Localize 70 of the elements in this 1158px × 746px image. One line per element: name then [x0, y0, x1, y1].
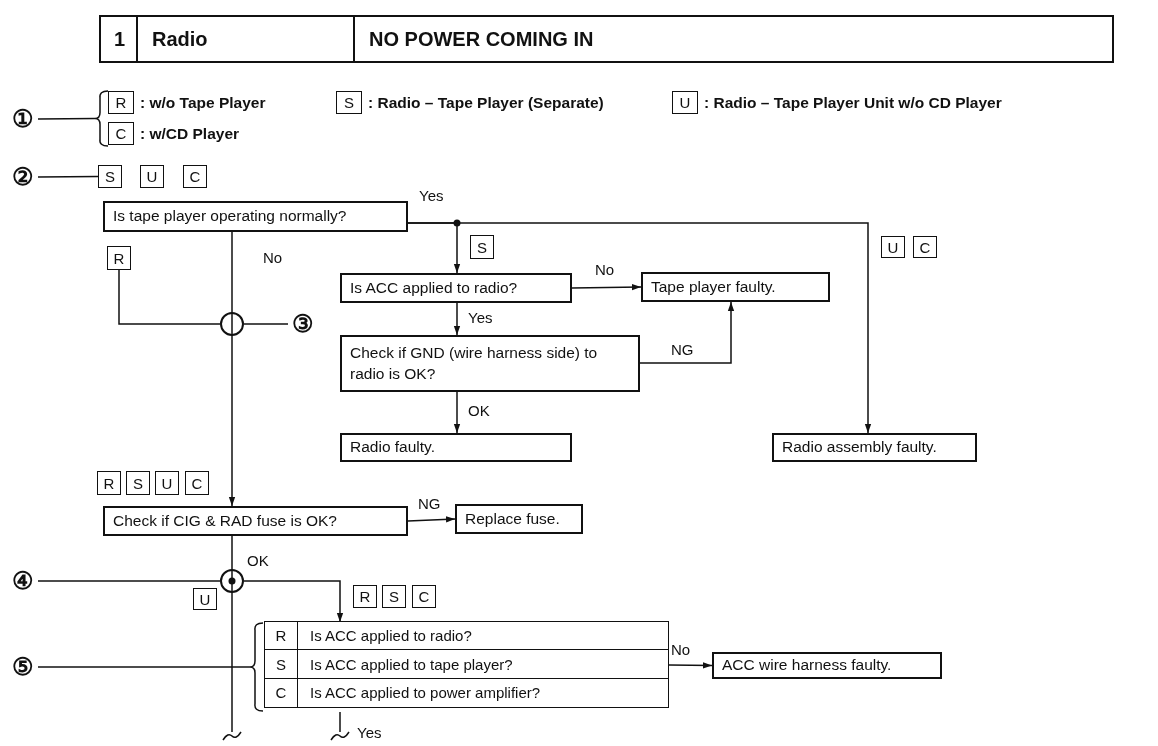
arrow	[668, 662, 713, 669]
variant-tag: R	[107, 246, 131, 270]
leader-line	[37, 666, 251, 668]
variant-tag: S	[382, 585, 406, 608]
flowchart-box: Tape player faulty.	[641, 272, 830, 302]
variant-description: : Radio – Tape Player (Separate)	[368, 94, 604, 112]
variant-tag: C	[412, 585, 436, 608]
flowchart-box: ACC wire harness faulty.	[712, 652, 942, 679]
leader-line	[243, 323, 289, 325]
variant-tag: C	[183, 165, 207, 188]
connector-line	[231, 535, 233, 570]
table-row	[264, 677, 669, 708]
arrow	[228, 335, 236, 507]
arrow	[407, 222, 872, 434]
circled-number: ⑤	[8, 652, 38, 682]
variant-tag: R	[108, 91, 134, 114]
leader-line	[37, 175, 99, 178]
variant-tag: U	[193, 588, 217, 610]
circled-number: ①	[8, 104, 38, 134]
leader-line	[37, 117, 96, 120]
variant-tag: S	[470, 235, 494, 259]
variant-tag: S	[336, 91, 362, 114]
variant-tag: U	[881, 236, 905, 258]
flowchart-box: Check if GND (wire harness side) to radio is OK?	[340, 335, 640, 392]
variant-description: : w/o Tape Player	[140, 94, 266, 112]
circled-number: ③	[288, 309, 318, 339]
connector-line	[231, 231, 233, 313]
row-question: Is ACC applied to power amplifier?	[309, 683, 541, 703]
brace	[250, 622, 263, 712]
variant-description: : w/CD Player	[140, 125, 240, 143]
leader-line	[37, 580, 221, 582]
table-row	[264, 649, 669, 679]
junction-circle	[220, 569, 244, 593]
arrow	[407, 516, 456, 523]
variant-tag: S	[126, 471, 150, 495]
circled-number: ②	[8, 162, 38, 192]
arrow	[453, 302, 461, 336]
row-question: Is ACC applied to radio?	[309, 626, 472, 646]
row-letter: C	[265, 678, 298, 707]
variant-tag: R	[97, 471, 121, 495]
junction-circle	[220, 312, 244, 336]
arrow	[639, 301, 735, 364]
variant-tag: C	[108, 122, 134, 145]
header-cell: Radio	[136, 16, 353, 62]
brace	[95, 90, 108, 147]
variant-tag: U	[140, 165, 164, 188]
variant-tag: C	[185, 471, 209, 495]
flowchart-box: Is tape player operating normally?	[103, 201, 408, 232]
variant-tag: C	[913, 236, 937, 258]
arrow	[571, 284, 642, 291]
arrow	[243, 580, 344, 623]
row-question: Is ACC applied to tape player?	[309, 654, 513, 675]
variant-description: : Radio – Tape Player Unit w/o CD Player	[704, 94, 1002, 112]
flowchart-box: Replace fuse.	[455, 504, 583, 534]
variant-tag: R	[353, 585, 377, 608]
variant-tag: S	[98, 165, 122, 188]
arrow	[453, 391, 461, 434]
connector-line	[118, 269, 221, 325]
header-cell: 1	[100, 16, 136, 62]
variant-tag: U	[672, 91, 698, 114]
flowchart-box: Is ACC applied to radio?	[340, 273, 572, 303]
table-row	[264, 620, 669, 651]
variant-tag: U	[155, 471, 179, 495]
header-cell: NO POWER COMING IN	[353, 16, 1113, 62]
flowchart-box: Radio faulty.	[340, 433, 572, 462]
connector-line	[231, 592, 233, 733]
flowchart-box: Check if CIG & RAD fuse is OK?	[103, 506, 408, 536]
connector-line	[339, 711, 341, 733]
circled-number: ④	[8, 566, 38, 596]
flowchart-box: Radio assembly faulty.	[772, 433, 977, 462]
